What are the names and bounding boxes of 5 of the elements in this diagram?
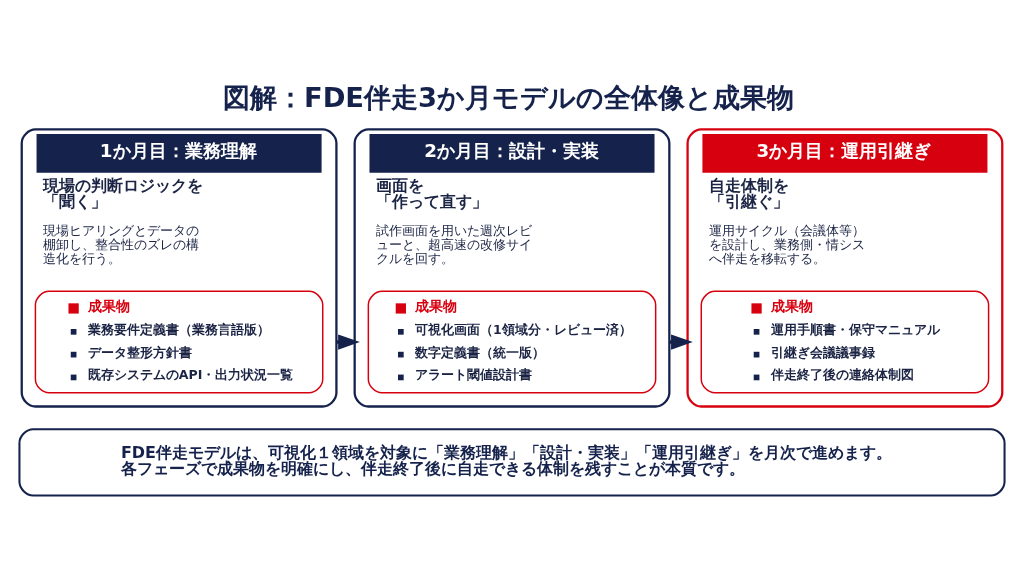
diagram-title: 図解：FDE伴走3か月モデルの全体像と成果物 bbox=[222, 81, 795, 113]
node-box: FDE伴走モデルは、可視化１領域を対象に「業務理解」「設計・実装」「運用引継ぎ」を月次で進めます。各フェーズで成果物を明確にし、伴走終了後に自走できる体制を残すことが本質です。 bbox=[18, 427, 1006, 496]
node-box: 成果物 運用手順書・保守マニュアル 引継ぎ会議議事録 伴走終了後の連絡体制図 bbox=[700, 290, 990, 394]
node-box: 成果物 業務要件定義書（業務言語版） データ整形方針書 既存システムのAPI・出力状況一覧 bbox=[34, 290, 324, 394]
node-box: 成果物 可視化画面（1領域分・レビュー済） 数字定義書（統一版） アラート閾値設計書 bbox=[367, 290, 657, 394]
